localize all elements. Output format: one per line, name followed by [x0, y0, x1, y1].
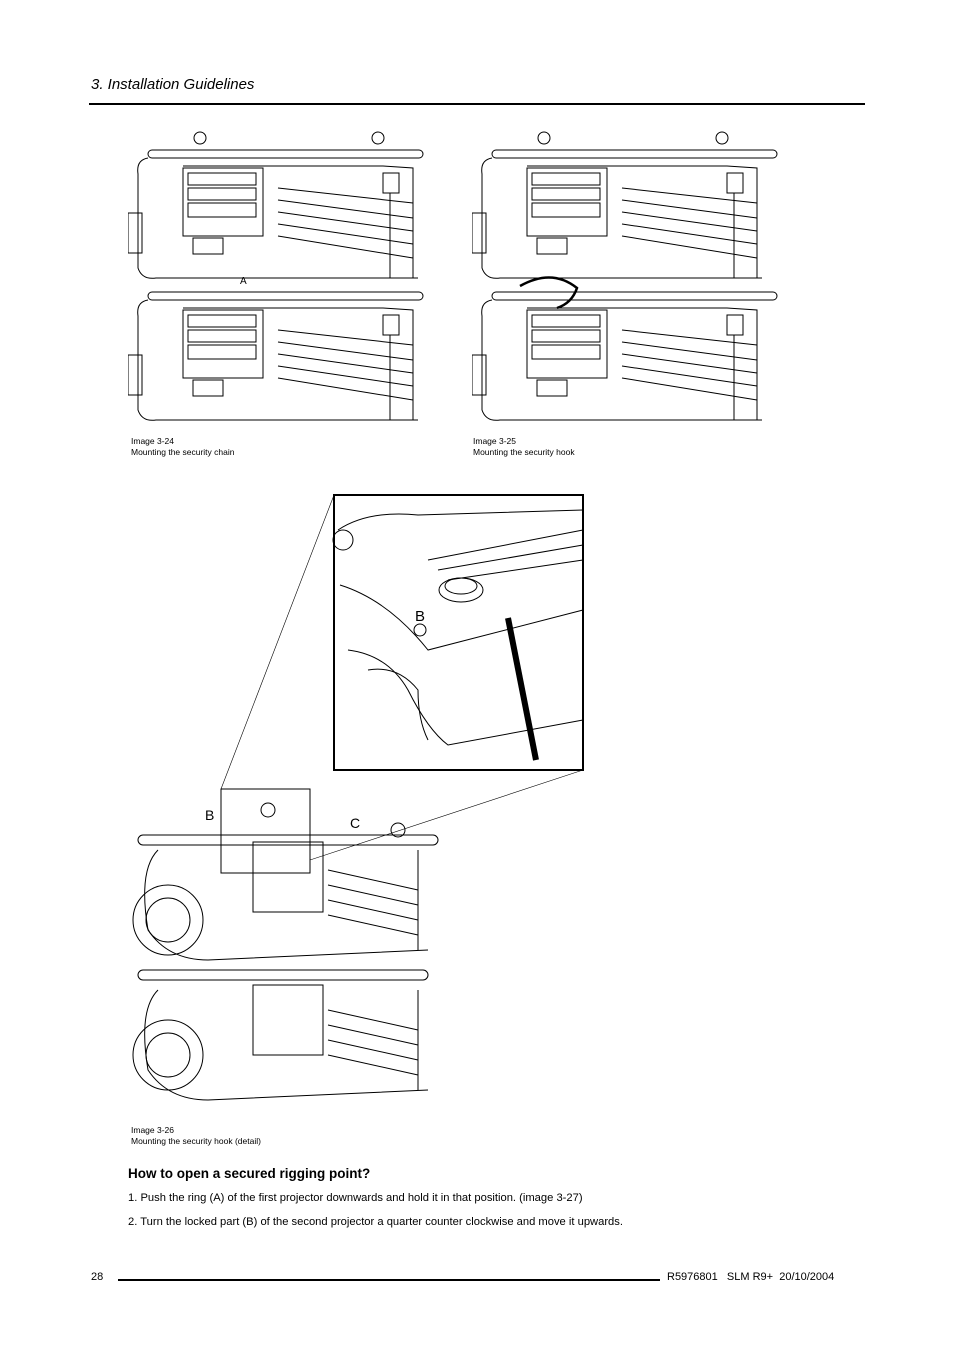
security-hook [519, 276, 579, 310]
figure-3-25-caption: Image 3-25 Mounting the security hook [473, 436, 575, 458]
figure-3-24-number: Image 3-24 [131, 436, 174, 446]
figure-image-3-24: A [128, 131, 424, 421]
header-rule [89, 103, 865, 105]
projector-top-detail-view [132, 802, 439, 961]
projector-bottom [128, 291, 424, 421]
projector-bottom-detail-view [132, 969, 429, 1101]
header-title: 3. Installation Guidelines [91, 76, 255, 93]
figure-3-26-number: Image 3-26 [131, 1125, 174, 1135]
detail-view-frame [333, 494, 584, 771]
projector-bottom [472, 291, 778, 421]
figure-3-26-title: Mounting the security hook (detail) [131, 1136, 261, 1146]
section-heading: How to open a secured rigging point? [128, 1166, 371, 1181]
detail-source-frame [220, 788, 311, 874]
callout-a: A [240, 276, 247, 287]
figure-3-25-number: Image 3-25 [473, 436, 516, 446]
instruction-step-1: 1. Push the ring (A) of the first projec… [128, 1192, 583, 1204]
callout-c: C [350, 815, 360, 831]
detail-view-drawing [332, 509, 584, 761]
callout-b-detail: B [415, 608, 425, 625]
footer-page-number: 28 [91, 1271, 104, 1283]
figure-3-24-caption: Image 3-24 Mounting the security chain [131, 436, 234, 458]
footer-rule [118, 1279, 660, 1281]
projector-top [128, 131, 424, 279]
instruction-step-2: 2. Turn the locked part (B) of the secon… [128, 1216, 623, 1228]
projector-top [472, 131, 778, 279]
figure-image-3-26: B B C [132, 494, 584, 1101]
figure-3-26-caption: Image 3-26 Mounting the security hook (d… [131, 1125, 261, 1147]
figure-3-25-title: Mounting the security hook [473, 447, 575, 457]
figure-image-3-25 [472, 131, 778, 421]
figure-3-24-title: Mounting the security chain [131, 447, 235, 457]
callout-b: B [205, 807, 214, 823]
footer-reference: R5976801 SLM R9+ 20/10/2004 [667, 1271, 835, 1283]
